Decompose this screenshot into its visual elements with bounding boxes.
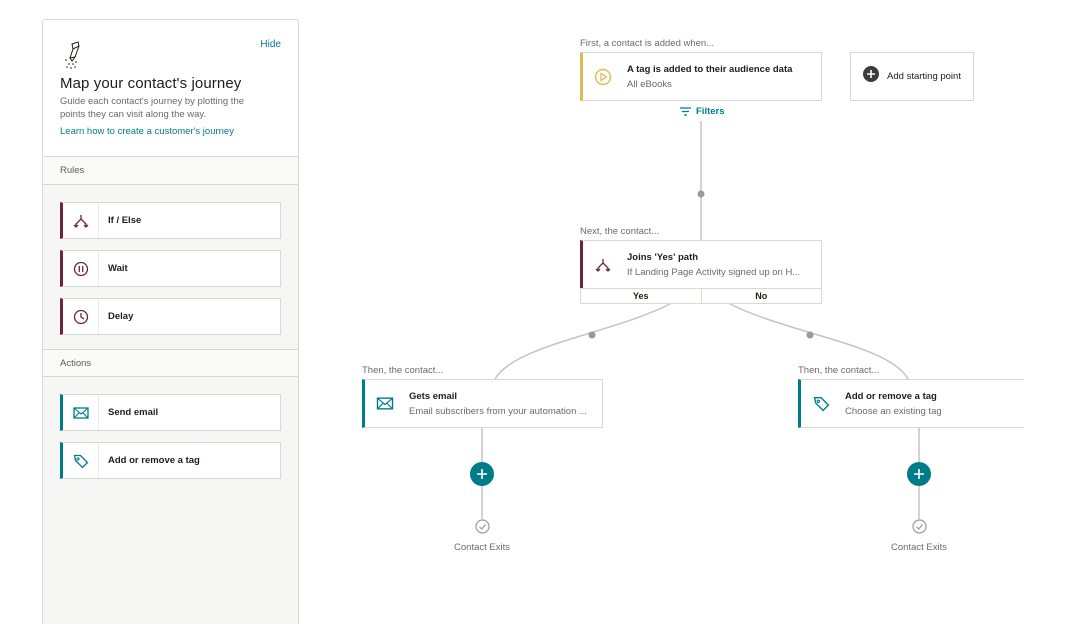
trigger-card[interactable]: A tag is added to their audience data Al… — [580, 52, 822, 101]
email-step-title: Gets email — [409, 390, 458, 402]
rule-label: If / Else — [108, 215, 142, 226]
tag-icon — [63, 443, 99, 478]
branch-icon — [63, 203, 99, 238]
hide-link[interactable]: Hide — [260, 39, 281, 50]
tag-step-subtitle: Choose an existing tag — [845, 405, 942, 417]
contact-exits-right: Contact Exits — [891, 542, 947, 553]
plus-circle-icon — [863, 66, 880, 87]
connector-lines — [481, 121, 920, 519]
check-circle-icon — [475, 519, 490, 534]
filters-label: Filters — [696, 106, 725, 117]
add-starting-point-label: Add starting point — [887, 71, 961, 82]
tag-step-title: Add or remove a tag — [845, 390, 937, 402]
action-send-email[interactable]: Send email — [60, 394, 281, 431]
pencil-sketch-icon — [65, 41, 80, 69]
tag-icon — [801, 380, 841, 427]
rules-list: If / Else Wait Delay — [43, 185, 298, 335]
no-branch-tab[interactable]: No — [755, 291, 768, 301]
condition-title: Joins 'Yes' path — [627, 252, 699, 263]
sidebar-description: Guide each contact's journey by plotting… — [60, 96, 245, 120]
send-email-step-card[interactable]: Gets email Email subscribers from your a… — [362, 379, 603, 428]
right-then-caption: Then, the contact... — [798, 365, 880, 376]
tag-step-card[interactable]: Add or remove a tag Choose an existing t… — [798, 379, 1024, 428]
actions-list: Send email Add or remove a tag — [43, 377, 298, 479]
rule-if-else[interactable]: If / Else — [60, 202, 281, 239]
add-step-button-right[interactable] — [907, 462, 931, 486]
filter-lines-icon — [680, 107, 691, 116]
rule-wait[interactable]: Wait — [60, 250, 281, 287]
trigger-title: A tag is added to their audience data — [627, 63, 793, 75]
condition-subtitle: If Landing Page Activity signed up on H.… — [627, 267, 801, 278]
check-circle-icon — [912, 519, 927, 534]
branch-tabs: Yes No — [580, 288, 822, 304]
plus-icon — [914, 469, 924, 479]
journey-sidebar: Hide Map your contact's journey Guide ea… — [42, 19, 299, 624]
branch-icon — [583, 241, 623, 289]
yes-branch-tab[interactable]: Yes — [581, 289, 702, 303]
actions-heading: Actions — [43, 349, 298, 377]
envelope-icon — [365, 380, 405, 427]
action-label: Send email — [108, 407, 159, 418]
filters-button[interactable]: Filters — [680, 106, 725, 117]
rule-delay[interactable]: Delay — [60, 298, 281, 335]
rule-label: Delay — [108, 311, 134, 322]
action-add-remove-tag[interactable]: Add or remove a tag — [60, 442, 281, 479]
start-caption: First, a contact is added when... — [580, 38, 715, 49]
rule-label: Wait — [108, 263, 128, 274]
play-icon — [583, 53, 623, 100]
sidebar-header: Hide Map your contact's journey Guide ea… — [43, 20, 298, 157]
next-caption: Next, the contact... — [580, 226, 660, 237]
learn-journey-link[interactable]: Learn how to create a customer's journey — [60, 126, 234, 137]
pause-icon — [63, 251, 99, 286]
sidebar-title: Map your contact's journey — [60, 75, 242, 92]
action-label: Add or remove a tag — [108, 455, 200, 466]
contact-exits-left: Contact Exits — [454, 542, 510, 553]
rules-heading: Rules — [43, 157, 298, 185]
add-starting-point-button[interactable]: Add starting point — [850, 52, 974, 101]
condition-card[interactable]: Joins 'Yes' path If Landing Page Activit… — [580, 240, 822, 289]
email-step-subtitle: Email subscribers from your automation .… — [409, 405, 587, 417]
envelope-icon — [63, 395, 99, 430]
plus-icon — [477, 469, 487, 479]
journey-canvas: First, a contact is added when... A tag … — [300, 0, 1080, 624]
left-then-caption: Then, the contact... — [362, 365, 444, 376]
clock-icon — [63, 299, 99, 334]
trigger-subtitle: All eBooks — [627, 78, 672, 90]
add-step-button-left[interactable] — [470, 462, 494, 486]
